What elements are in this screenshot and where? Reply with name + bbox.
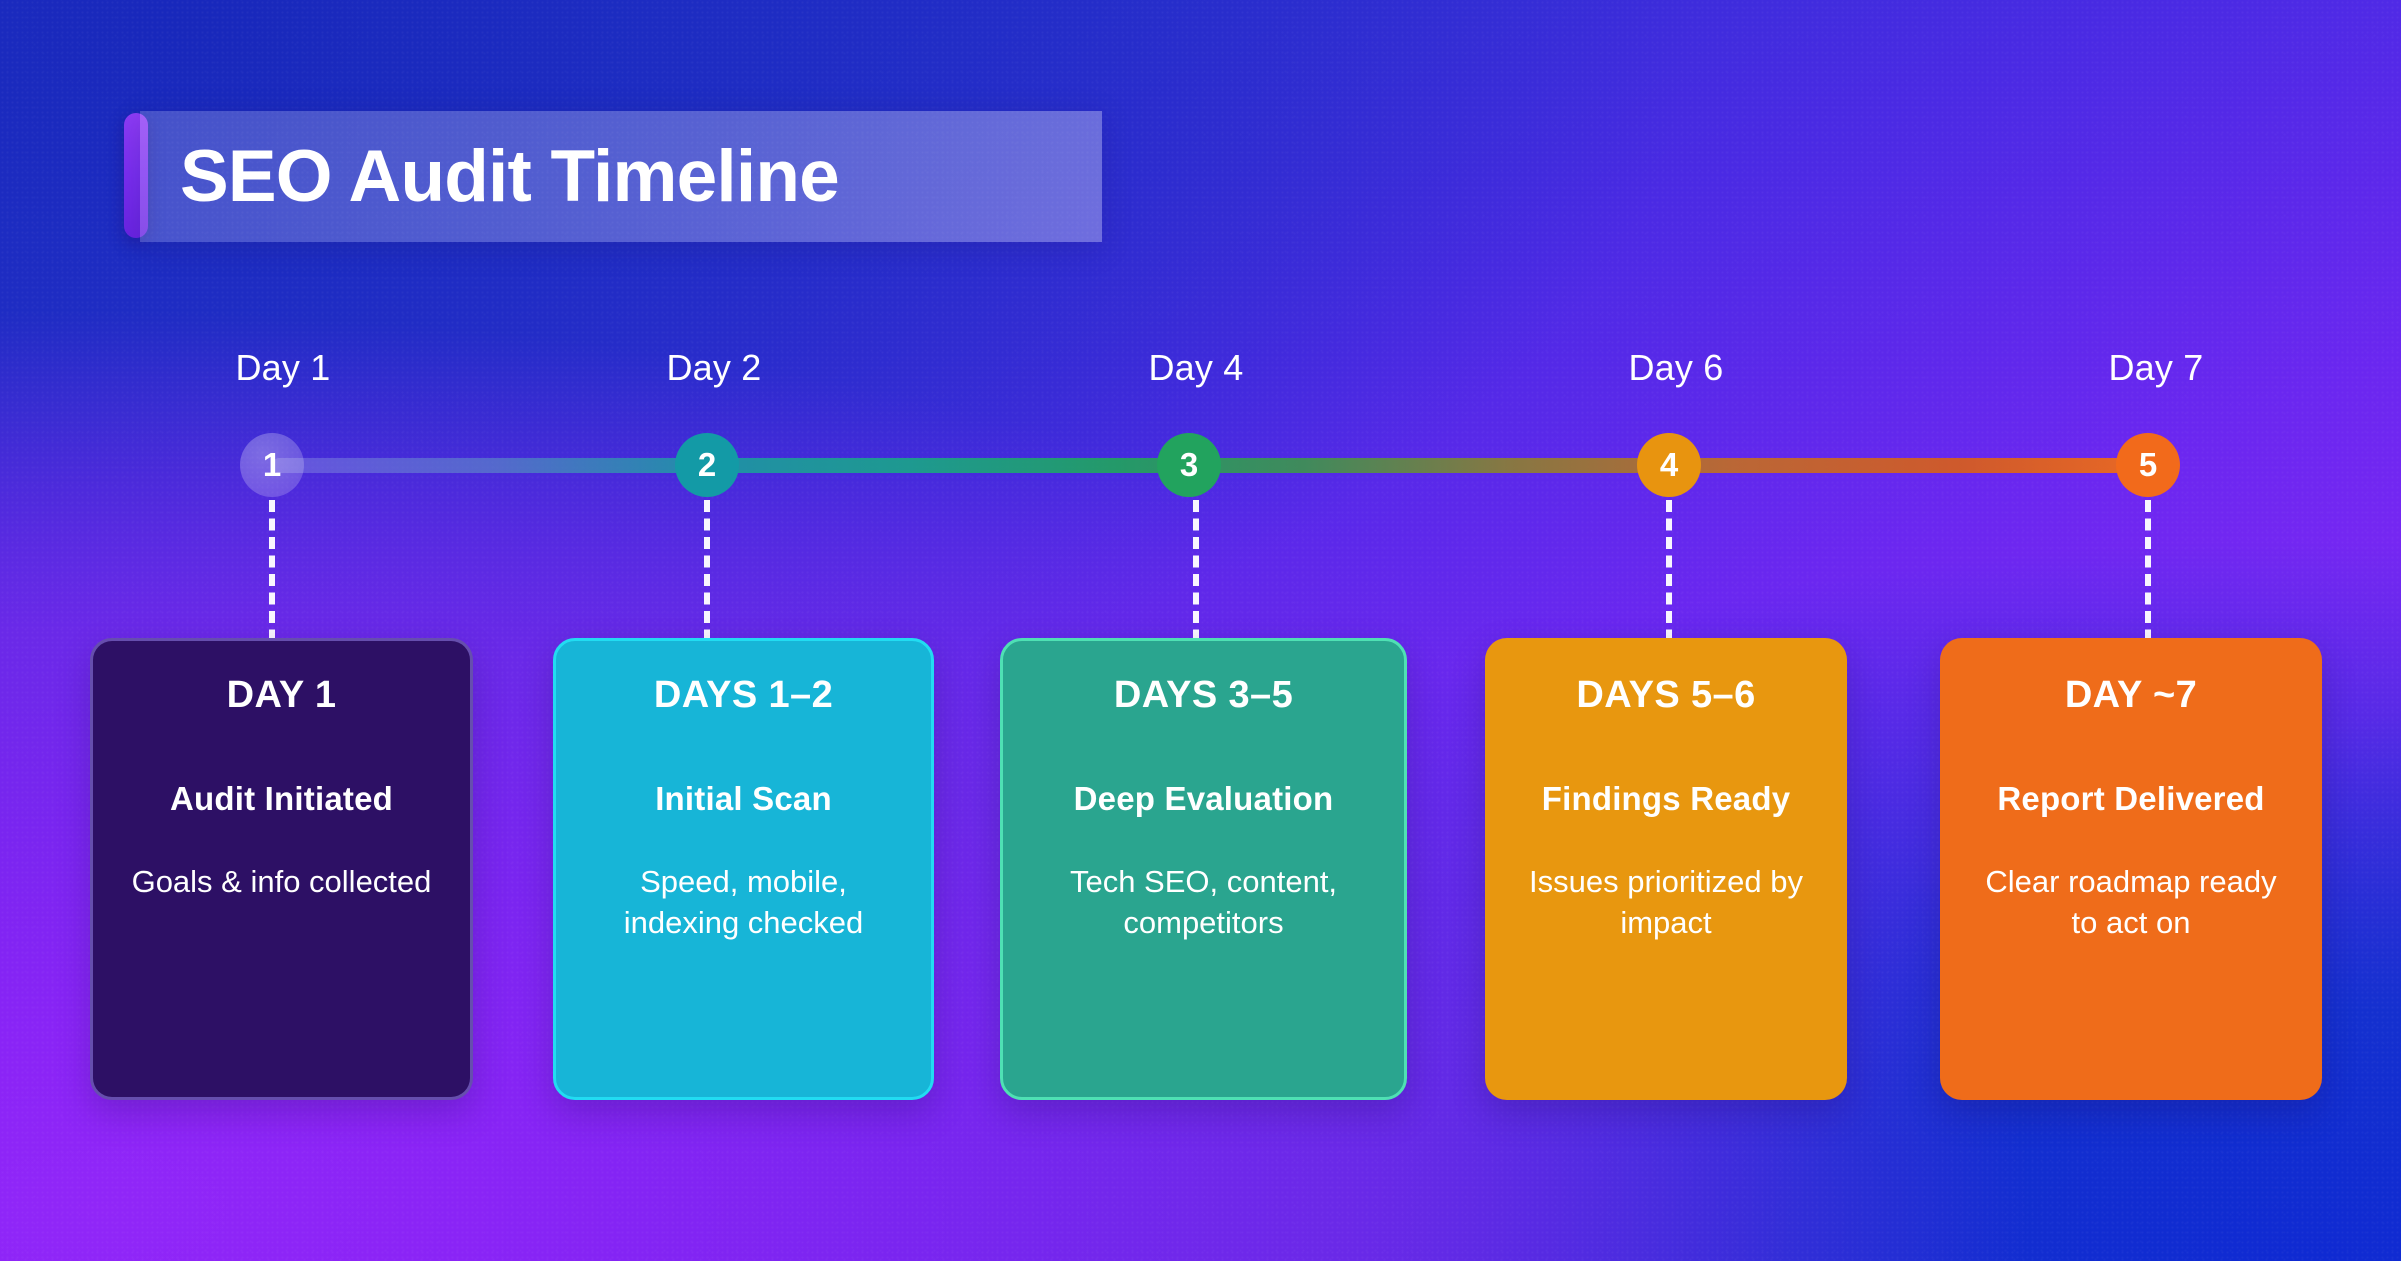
timeline-connector-1 [269, 500, 275, 660]
timeline-marker-5[interactable]: 5 [2116, 433, 2180, 497]
day-label-5: Day 7 [2108, 347, 2204, 388]
day-label-1: Day 1 [235, 347, 331, 388]
card-heading: Audit Initiated [170, 779, 393, 817]
title-accent-bar [124, 113, 148, 238]
day-label-2: Day 2 [666, 347, 762, 388]
timeline-connector-5 [2145, 500, 2151, 660]
card-day-range: DAYS 1–2 [653, 674, 834, 716]
title-banner [140, 111, 1102, 242]
card-description: Clear roadmap ready to act on [1985, 864, 2277, 941]
timeline-marker-2[interactable]: 2 [675, 433, 739, 497]
timeline-connector-2 [704, 500, 710, 660]
timeline-marker-3[interactable]: 3 [1157, 433, 1221, 497]
card-description: Issues prioritized by impact [1529, 864, 1803, 941]
card-day-range: DAYS 5–6 [1576, 674, 1756, 716]
timeline-marker-1[interactable]: 1 [240, 433, 304, 497]
timeline-connector-3 [1193, 500, 1199, 660]
day-label-4: Day 6 [1628, 347, 1724, 388]
card-heading: Report Delivered [1997, 779, 2265, 817]
page-title: SEO Audit Timeline [180, 136, 840, 217]
card-heading: Initial Scan [655, 779, 832, 817]
marker-number: 2 [697, 446, 717, 483]
day-label-3: Day 4 [1148, 347, 1244, 388]
timeline-connector-4 [1666, 500, 1672, 660]
marker-number: 4 [1659, 446, 1679, 483]
marker-number: 3 [1179, 446, 1199, 483]
marker-number: 1 [262, 446, 282, 483]
card-day-range: DAY 1 [226, 674, 337, 716]
marker-number: 5 [2138, 446, 2158, 483]
timeline-marker-4[interactable]: 4 [1637, 433, 1701, 497]
card-day-range: DAY ~7 [2064, 674, 2198, 716]
card-heading: Findings Ready [1541, 779, 1791, 817]
card-description: Goals & info collected [131, 864, 432, 900]
card-description: Tech SEO, content, competitors [1069, 864, 1338, 941]
card-day-range: DAYS 3–5 [1113, 674, 1294, 716]
card-heading: Deep Evaluation [1073, 779, 1334, 817]
card-description: Speed, mobile, indexing checked [623, 864, 864, 941]
